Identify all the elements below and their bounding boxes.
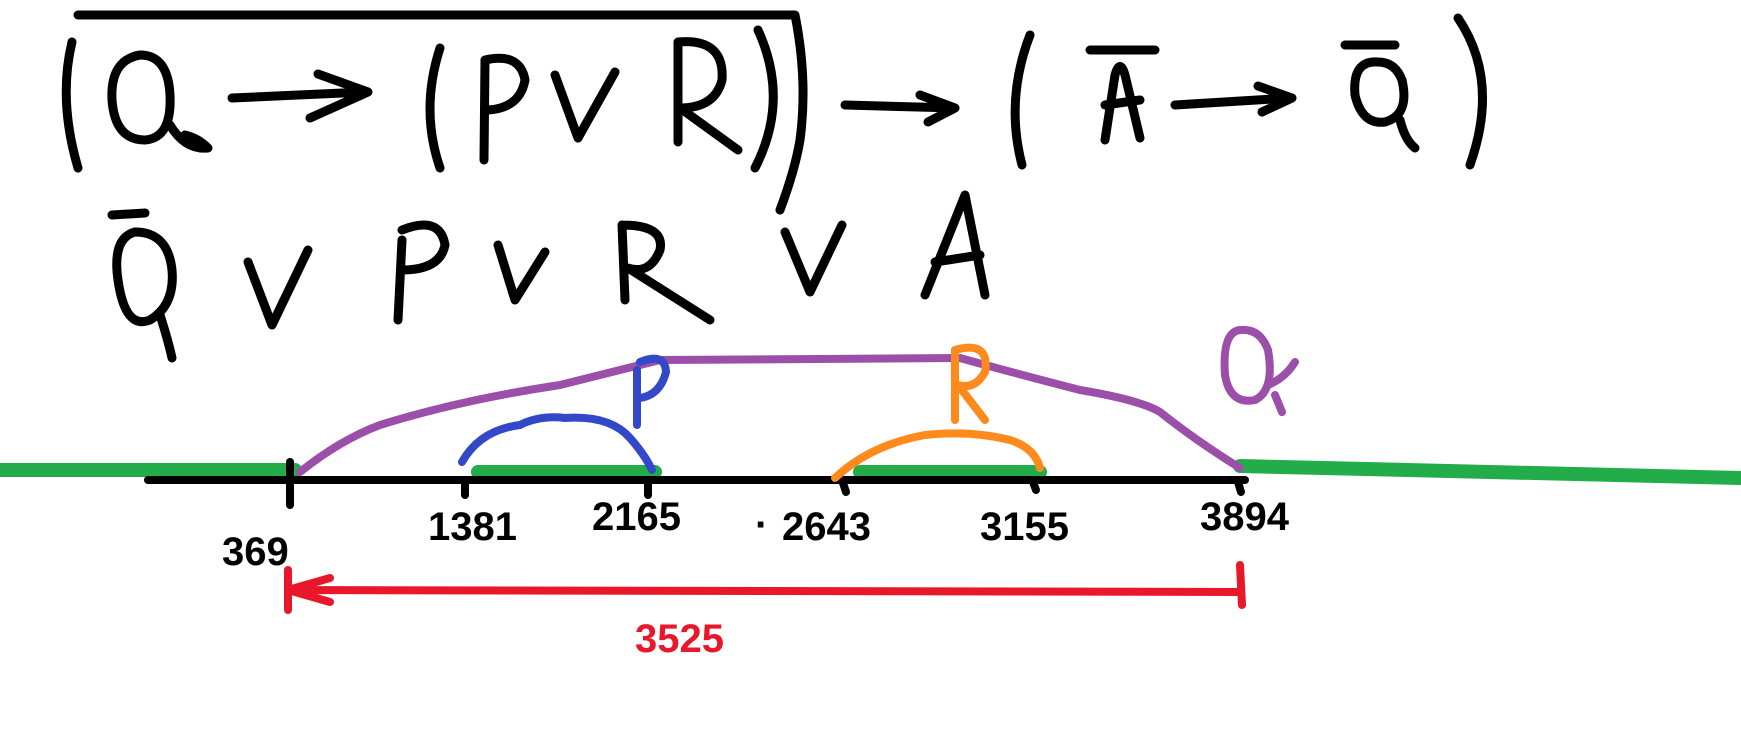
interval-r (831, 343, 1044, 482)
interval-p-arc (458, 413, 656, 474)
tick-label-2643: 2643 (782, 505, 871, 549)
solution-right-ray (1233, 459, 1741, 485)
interval-r-arc (831, 429, 1044, 482)
tick-label-1381: 1381 (428, 505, 517, 549)
letter-q-bar-1 (1340, 40, 1420, 153)
open-paren-2 (425, 43, 445, 173)
letter-a-1 (1085, 45, 1160, 145)
or-sign-1 (550, 67, 620, 143)
interval-p-label (633, 354, 670, 429)
open-paren-3 (1010, 30, 1035, 170)
interval-r-label (951, 343, 990, 424)
arrow-1 (227, 69, 373, 123)
tick-label-3155: 3155 (980, 505, 1069, 549)
close-paren-3 (1453, 13, 1487, 170)
overline-bar (73, 10, 808, 215)
length-bracket: 3525 (284, 561, 1246, 661)
arrow-3 (1170, 81, 1297, 117)
or-sign-4 (780, 220, 847, 297)
letter-p-2 (393, 220, 450, 325)
letter-p-1 (479, 53, 530, 165)
interval-q-arc (296, 354, 1244, 476)
letter-r-2 (617, 220, 715, 325)
letter-a-2 (920, 190, 990, 300)
letter-r-1 (673, 37, 743, 155)
interval-q-label (1220, 325, 1299, 416)
open-paren-1 (61, 37, 83, 173)
solution-region (0, 459, 1741, 485)
tick-label-2165: 2165 (592, 495, 681, 539)
arrow-2 (840, 90, 960, 127)
or-sign-2 (243, 245, 313, 330)
tick-label-369: 369 (222, 530, 289, 574)
formula-line-2 (107, 190, 990, 363)
or-sign-3 (493, 240, 550, 305)
tick-2643 (838, 476, 850, 496)
close-paren-2 (750, 25, 778, 173)
letter-q-bar-2 (107, 208, 177, 363)
number-line: 369 1381 2165 · 2643 3155 3894 (144, 458, 1290, 574)
letter-q-1 (107, 50, 213, 153)
tick-3155 (1029, 478, 1040, 494)
tick-3894 (1234, 478, 1245, 496)
interval-q (296, 325, 1299, 476)
length-label: 3525 (635, 617, 724, 661)
dot-marker: · (755, 503, 768, 547)
interval-p (458, 354, 670, 474)
formula-line-1 (61, 10, 1487, 215)
tick-label-3894: 3894 (1200, 495, 1290, 539)
length-bracket-line (284, 561, 1246, 614)
